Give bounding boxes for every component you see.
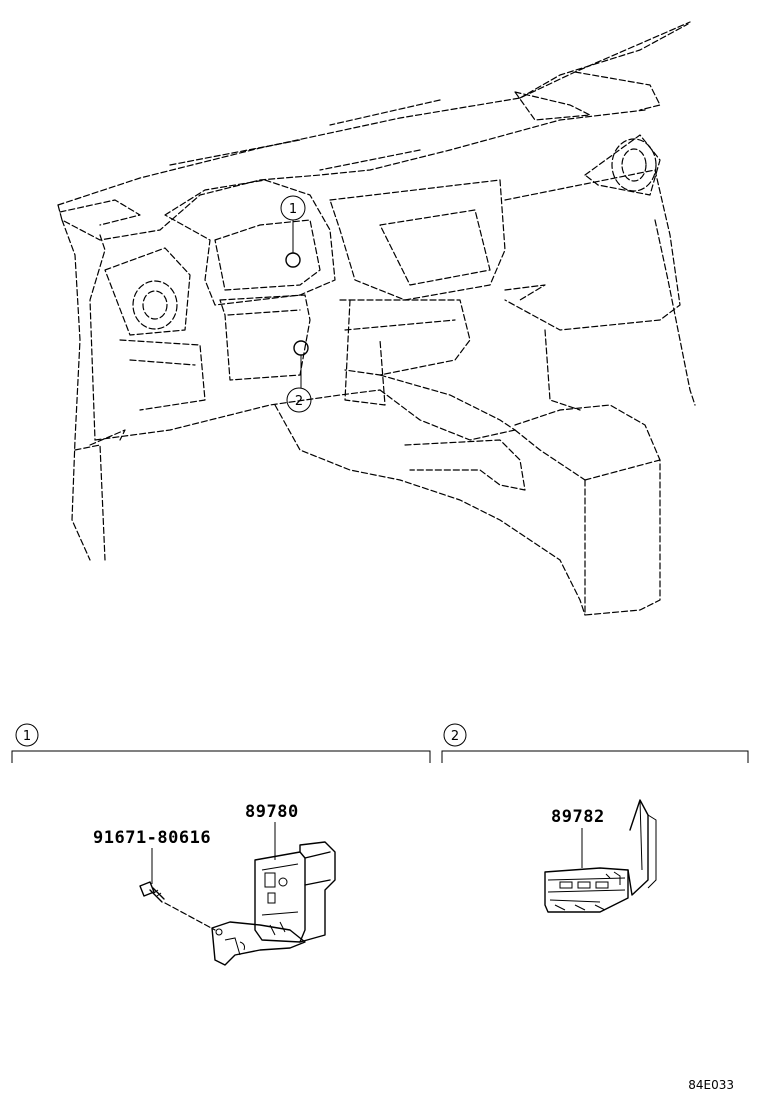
section-1-number: 1 — [23, 729, 31, 744]
bolt-icon — [139, 881, 216, 931]
location-marker-2 — [293, 340, 309, 356]
module-89782-icon — [544, 799, 657, 913]
section-2-bracket — [441, 750, 749, 763]
dashboard-illustration — [57, 21, 696, 616]
callout-circle-1[interactable] — [280, 195, 306, 221]
part-number-89780[interactable]: 89780 — [245, 802, 299, 822]
callout-circle-2[interactable] — [286, 387, 312, 413]
location-markers: 1 2 — [280, 195, 312, 413]
callout-label-2: 2 — [295, 394, 303, 409]
part-number-91671-80616[interactable]: 91671-80616 — [93, 828, 211, 848]
figure-reference: 84E033 — [688, 1078, 734, 1092]
section-1-marker — [15, 723, 39, 747]
section-1: 1 89780 91671-80616 — [11, 723, 431, 966]
module-89780-icon — [211, 841, 336, 966]
callout-label-1: 1 — [289, 202, 297, 217]
section-2-marker — [443, 723, 467, 747]
section-2: 2 89782 — [441, 723, 749, 913]
location-marker-1 — [285, 252, 301, 268]
part-number-89782[interactable]: 89782 — [551, 807, 605, 827]
section-1-bracket — [11, 750, 431, 763]
section-2-number: 2 — [451, 729, 459, 744]
